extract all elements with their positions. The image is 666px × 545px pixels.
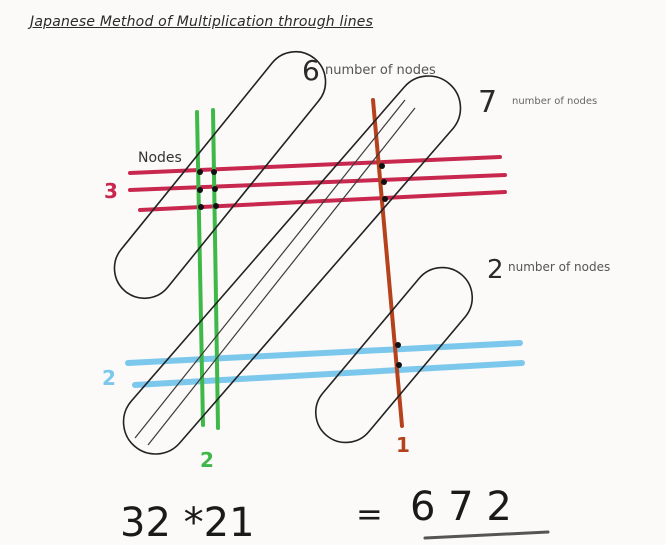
equation-left: 32 *21 — [120, 500, 255, 545]
diagonal-separators — [134, 99, 416, 446]
red-line-2 — [128, 173, 507, 192]
loop-left — [113, 50, 327, 300]
node-dot — [395, 342, 401, 348]
node-group-loops — [113, 50, 474, 455]
node-dot — [382, 196, 388, 202]
node-dot — [212, 186, 218, 192]
blue-line-1 — [125, 340, 523, 366]
red-lines — [128, 155, 507, 212]
middle-group-text: number of nodes — [512, 96, 597, 107]
green-line-2 — [211, 108, 220, 430]
node-dot — [198, 204, 204, 210]
node-dot — [396, 362, 402, 368]
equation-result: 6 7 2 — [410, 484, 512, 530]
left-group-count: 6 — [302, 54, 320, 87]
digit-units-second: 1 — [396, 433, 410, 457]
green-line-1 — [195, 110, 205, 427]
red-line-3 — [138, 190, 507, 212]
digit-tens-second: 2 — [200, 448, 214, 472]
left-group-text: number of nodes — [325, 63, 436, 78]
node-dot — [197, 187, 203, 193]
node-dot — [379, 163, 385, 169]
nodes-label: Nodes — [138, 150, 182, 166]
green-lines — [195, 108, 220, 430]
node-dot — [381, 179, 387, 185]
separator-1 — [134, 99, 406, 439]
red-line-1 — [128, 155, 502, 175]
blue-line-2 — [132, 360, 525, 388]
right-group-count: 2 — [487, 255, 504, 285]
digit-tens-first: 3 — [104, 179, 118, 203]
result-underline — [423, 530, 550, 540]
brown-lines — [371, 98, 404, 428]
digit-units-first: 2 — [102, 366, 116, 390]
equation-equals: = — [356, 495, 383, 533]
loop-middle — [122, 75, 462, 455]
right-group-text: number of nodes — [508, 260, 610, 274]
brown-line-1 — [371, 98, 404, 428]
blue-lines — [125, 340, 525, 388]
node-dot — [211, 169, 217, 175]
page-title: Japanese Method of Multiplication throug… — [30, 14, 374, 30]
node-dot — [213, 203, 219, 209]
loop-right — [314, 266, 474, 444]
separator-2 — [147, 107, 416, 446]
node-dots — [197, 163, 402, 368]
middle-group-count: 7 — [478, 85, 497, 120]
node-dot — [197, 169, 203, 175]
